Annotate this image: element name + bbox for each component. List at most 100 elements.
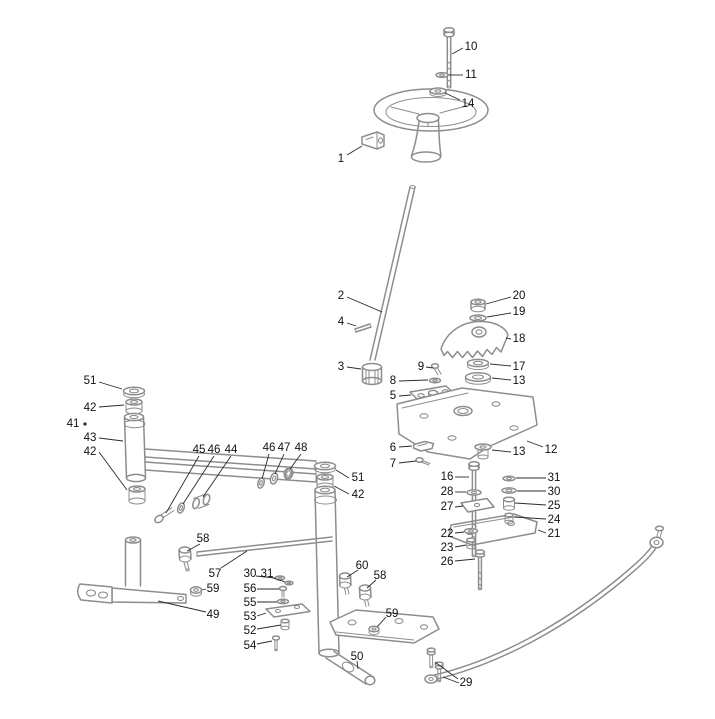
part-label-26: 26 bbox=[441, 556, 454, 568]
part-label-46: 46 bbox=[263, 442, 276, 454]
clamp-part-1 bbox=[361, 131, 385, 150]
part-label-55: 55 bbox=[244, 597, 257, 609]
bolt-part-29-upper bbox=[426, 647, 436, 669]
bushing-part-52 bbox=[280, 618, 290, 631]
part-label-57: 57 bbox=[209, 568, 222, 580]
leader-line-part-12 bbox=[526, 440, 544, 448]
part-label-51: 51 bbox=[84, 375, 97, 387]
washer-part-46-left bbox=[176, 502, 186, 514]
part-label-58: 58 bbox=[374, 570, 387, 582]
part-label-5: 5 bbox=[390, 390, 396, 402]
leader-line-part-46 bbox=[261, 453, 270, 480]
washer-part-46-right bbox=[257, 477, 265, 489]
leader-line-part-21 bbox=[537, 529, 547, 534]
leader-line-part-19 bbox=[486, 312, 512, 318]
part-label-24: 24 bbox=[548, 514, 561, 526]
part-label-45: 45 bbox=[193, 444, 206, 456]
part-label-58: 58 bbox=[197, 533, 210, 545]
part-label-50: 50 bbox=[351, 651, 364, 663]
part-label-53: 53 bbox=[244, 611, 257, 623]
washer-part-47 bbox=[269, 472, 279, 485]
washer-part-17 bbox=[466, 358, 490, 371]
leader-line-part-48 bbox=[289, 453, 302, 470]
bushing-part-42-lower-left bbox=[128, 485, 146, 505]
leader-line-part-26 bbox=[454, 558, 476, 562]
spacer-part-44 bbox=[192, 493, 211, 510]
nut-part-59-left bbox=[189, 586, 203, 597]
washer-part-8 bbox=[428, 377, 442, 384]
part-label-48: 48 bbox=[295, 442, 308, 454]
part-label-1: 1 bbox=[338, 153, 344, 165]
leader-line-part-10 bbox=[451, 47, 464, 55]
leader-line-part-45 bbox=[165, 455, 200, 514]
washer-part-13-upper bbox=[464, 372, 492, 385]
part-label-18: 18 bbox=[513, 333, 526, 345]
part-label-42: 42 bbox=[352, 489, 365, 501]
nut-part-48 bbox=[283, 467, 294, 480]
bracket-part-21 bbox=[448, 513, 538, 546]
sector-gear-part-18 bbox=[440, 320, 509, 359]
clip-part-6 bbox=[412, 440, 435, 452]
leader-line-part-23 bbox=[454, 544, 467, 548]
spacer-part-24 bbox=[504, 512, 514, 525]
part-label-10: 10 bbox=[465, 41, 478, 53]
washer-part-51-left bbox=[122, 386, 146, 399]
leader-line-part-50 bbox=[356, 660, 359, 670]
leader-line-part-29 bbox=[434, 661, 459, 680]
leader-line-part-25 bbox=[514, 502, 547, 506]
leader-line-part-53 bbox=[256, 612, 267, 617]
leader-line-part-60 bbox=[346, 569, 359, 578]
leader-line-part-5 bbox=[398, 394, 412, 397]
bushing-part-3 bbox=[361, 362, 383, 386]
part-label-49: 49 bbox=[207, 609, 220, 621]
part-label-20: 20 bbox=[513, 290, 526, 302]
column-lower-bracket bbox=[329, 609, 440, 644]
steering-arm-part-49 bbox=[77, 536, 187, 604]
part-label-22: 22 bbox=[441, 528, 454, 540]
leader-line-part-51 bbox=[335, 469, 350, 479]
leader-line-part-58 bbox=[186, 543, 201, 552]
drag-link-part-57 bbox=[196, 536, 333, 557]
part-label-30: 30 bbox=[244, 568, 257, 580]
part-label-11: 11 bbox=[465, 69, 477, 81]
leader-line-part-27 bbox=[454, 505, 464, 508]
part-label-59: 59 bbox=[207, 583, 220, 595]
leader-line-part-20 bbox=[485, 296, 512, 305]
bolt-part-54 bbox=[271, 635, 281, 652]
steering-support-frame bbox=[123, 412, 317, 483]
part-label-43: 43 bbox=[84, 432, 97, 444]
washer-part-55 bbox=[276, 598, 290, 605]
bolt-part-56 bbox=[278, 585, 288, 598]
label-dot-part-41 bbox=[83, 422, 87, 426]
washer-part-30-upper bbox=[501, 487, 517, 494]
bolt-part-26 bbox=[474, 549, 486, 591]
bolt-part-10 bbox=[443, 26, 455, 89]
part-label-42: 42 bbox=[84, 446, 97, 458]
part-label-17: 17 bbox=[513, 361, 526, 373]
leader-line-part-59 bbox=[376, 616, 387, 628]
leader-line-part-46 bbox=[182, 455, 215, 505]
leader-line-part-8 bbox=[398, 379, 429, 382]
ball-joint-part-60 bbox=[338, 572, 352, 595]
leader-line-part-43 bbox=[98, 437, 124, 442]
leader-line-part-18 bbox=[505, 337, 512, 340]
leader-line-part-4 bbox=[346, 322, 357, 327]
leader-line-part-7 bbox=[398, 460, 417, 464]
part-label-13: 13 bbox=[513, 375, 526, 387]
leader-line-part-54 bbox=[256, 640, 273, 645]
washer-part-19 bbox=[469, 314, 487, 322]
leader-line-part-24 bbox=[513, 516, 547, 520]
lower-shaft-part-50 bbox=[325, 650, 376, 686]
spacer-part-23 bbox=[466, 537, 476, 550]
part-label-28: 28 bbox=[441, 486, 454, 498]
leader-line-part-14 bbox=[444, 92, 461, 101]
washer-part-28 bbox=[466, 489, 482, 496]
washer-part-22 bbox=[463, 527, 479, 535]
leader-line-part-52 bbox=[256, 624, 282, 630]
part-label-30: 30 bbox=[548, 486, 561, 498]
leader-line-part-6 bbox=[398, 445, 413, 448]
bolt-part-45 bbox=[154, 507, 175, 524]
leader-line-part-44 bbox=[202, 455, 232, 498]
